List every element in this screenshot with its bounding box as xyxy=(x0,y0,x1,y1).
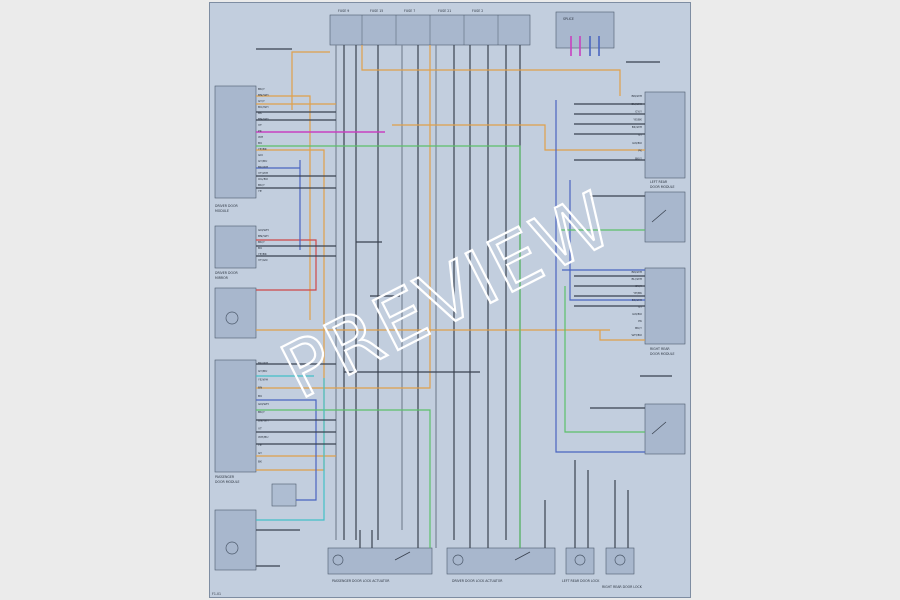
switch-symbols xyxy=(225,209,667,566)
pin-label: BK/Y xyxy=(635,156,642,160)
fuse-label: FUSE 21 xyxy=(438,9,451,13)
actuator-caption: PASSENGER DOOR LOCK ACTUATOR xyxy=(332,579,390,583)
pin-label: BK/Y xyxy=(635,326,642,330)
pin-label: VT xyxy=(258,123,262,127)
driver-mirror-caption: DRIVER DOOR xyxy=(215,271,239,275)
pin-label: GY/Y xyxy=(635,110,642,114)
pin-label: YE/BK xyxy=(633,117,643,121)
fuse-label: FUSE 9 xyxy=(338,9,349,13)
pin-label: PK xyxy=(638,149,643,153)
pin-label: BK/WH xyxy=(632,125,642,129)
pin-label: BK/WH xyxy=(258,361,268,365)
right-rear-lock-switch xyxy=(644,403,686,455)
pin-label: WH/BU xyxy=(632,333,643,337)
wiring-harness xyxy=(256,45,672,567)
right-rear-actuator xyxy=(605,547,635,575)
pin-label: GN/BU xyxy=(632,141,642,145)
pin-label: BU xyxy=(258,394,262,398)
preview-watermark: PREVIEW xyxy=(268,174,628,416)
pin-label: VT xyxy=(638,133,642,137)
pin-label: BN xyxy=(258,386,262,390)
right-rear-door-module xyxy=(644,267,686,345)
fuse-label: FUSE 2 xyxy=(472,9,483,13)
pin-label: BK xyxy=(258,459,263,463)
pin-label: BN/WH xyxy=(258,93,269,97)
fuse-block: FUSE 9 FUSE 15 FUSE 7 FUSE 21 FUSE 2 xyxy=(329,9,531,46)
pin-label: BK/Y xyxy=(258,87,265,91)
pin-label: VT/WH xyxy=(258,171,268,175)
splice-label: SPLICE xyxy=(563,17,574,21)
pin-label: YE/BK xyxy=(258,252,268,256)
pin-label: VT xyxy=(258,427,262,431)
driver-module-caption: DRIVER DOOR xyxy=(215,204,239,208)
pin-label: BK xyxy=(258,111,263,115)
pin-label: BK/Y xyxy=(258,240,265,244)
pin-label: YE xyxy=(258,443,262,447)
passenger-door-actuator xyxy=(327,547,433,575)
pin-label: WH xyxy=(258,135,263,139)
pin-label: GY xyxy=(258,451,262,455)
pin-label: BU xyxy=(258,141,262,145)
passenger-lock-switch xyxy=(214,509,257,571)
driver-door-actuator xyxy=(446,547,556,575)
pin-label: GY/BU xyxy=(258,159,267,163)
pin-label: GY/Y xyxy=(635,284,642,288)
pin-label: YE xyxy=(258,189,262,193)
actuator-caption: LEFT REAR DOOR LOCK xyxy=(562,579,600,583)
pin-label: GY/Y xyxy=(258,99,265,103)
pin-label: BN/WH xyxy=(258,234,269,238)
pin-label: VT/GN xyxy=(258,258,267,262)
page-number: F1-01 xyxy=(212,592,221,596)
splice-connector: SPLICE xyxy=(555,11,615,56)
fuse-label: FUSE 7 xyxy=(404,9,415,13)
pin-label: YE/BK xyxy=(258,147,268,151)
pin-label: BN/WH xyxy=(631,270,642,274)
left-rear-caption: DOOR MODULE xyxy=(650,185,675,189)
pin-label: YE/WH xyxy=(258,377,268,381)
pin-label: BU/WH xyxy=(632,102,643,106)
actuator-caption: DRIVER DOOR LOCK ACTUATOR xyxy=(452,579,503,583)
pin-label: BU xyxy=(258,246,262,250)
pin-label: BK/Y xyxy=(258,410,265,414)
left-rear-door-module xyxy=(644,91,686,179)
actuator-caption: RIGHT REAR DOOR LOCK xyxy=(602,585,643,589)
driver-module-caption: MODULE xyxy=(215,209,229,213)
fuse-label: FUSE 15 xyxy=(370,9,383,13)
pin-label: BK/WH xyxy=(632,298,642,302)
pin-label: BN/WH xyxy=(258,418,269,422)
driver-door-module xyxy=(214,85,257,199)
pin-label: BU/WH xyxy=(258,105,269,109)
pin-label: BU/WH xyxy=(632,277,643,281)
pin-label: BN/WH xyxy=(631,94,642,98)
pin-label: GN/WH xyxy=(258,402,269,406)
pin-label: OG/BU xyxy=(258,177,268,181)
passenger-module-caption: DOOR MODULE xyxy=(215,480,240,484)
driver-mirror-caption: MIRROR xyxy=(215,276,229,280)
pin-label: GN/BU xyxy=(632,312,642,316)
left-rear-lock-switch xyxy=(644,191,686,243)
left-rear-actuator xyxy=(565,547,595,575)
pin-label: BN/WH xyxy=(258,117,269,121)
right-rear-caption: RIGHT REAR xyxy=(650,347,670,351)
pin-label: BK/Y xyxy=(258,183,265,187)
passenger-door-module xyxy=(214,359,257,473)
pin-label: BK/WH xyxy=(258,165,268,169)
pin-label: PK xyxy=(258,129,263,133)
pin-label: GY/BU xyxy=(258,369,267,373)
pin-label: GN/WH xyxy=(258,228,269,232)
pin-label: VT xyxy=(638,305,642,309)
pin-label: WH/BU xyxy=(258,435,269,439)
passenger-module-caption: PASSENGER xyxy=(215,475,235,479)
pin-label: YE/BK xyxy=(633,291,643,295)
driver-door-mirror xyxy=(214,225,257,269)
pin-label: GN xyxy=(258,153,263,157)
left-rear-caption: LEFT REAR xyxy=(650,180,668,184)
pin-label: PK xyxy=(638,319,643,323)
connector-pin-labels: BK/Y BN/WH GY/Y BU/WH BK BN/WH VT PK WH BU YE/BK GN… xyxy=(258,87,643,463)
right-rear-caption: DOOR MODULE xyxy=(650,352,675,356)
